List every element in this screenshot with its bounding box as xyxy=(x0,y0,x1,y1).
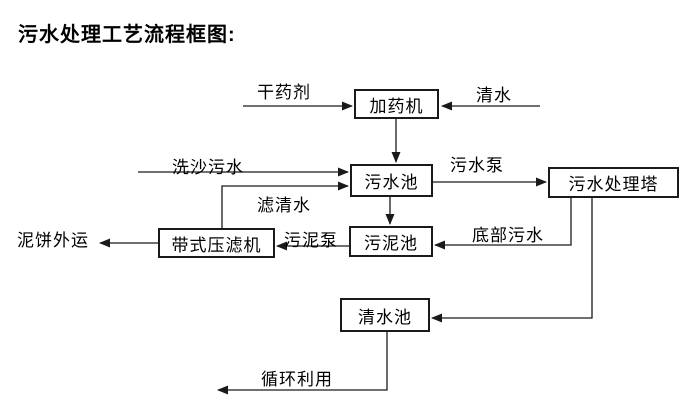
node-clean-water-pool: 清水池 xyxy=(340,298,430,332)
label-recycle: 循环利用 xyxy=(261,370,333,389)
arrow-clean-water-pool-to-recycle xyxy=(217,332,388,395)
node-belt-filter-press: 带式压滤机 xyxy=(158,228,275,258)
label-clean-water: 清水 xyxy=(476,86,512,105)
node-sewage-pool: 污水池 xyxy=(350,164,433,197)
label-sewage-pump: 污水泵 xyxy=(450,156,504,175)
label-mud-cake-out: 泥饼外运 xyxy=(17,231,89,250)
label-bottom-sewage: 底部污水 xyxy=(472,226,544,245)
node-sludge-pool: 污泥池 xyxy=(349,226,433,257)
label-sludge-pump: 污泥泵 xyxy=(284,231,338,250)
label-sand-washing-sewage: 洗沙污水 xyxy=(172,158,244,177)
arrow-treatment-tower-to-clean-water-pool xyxy=(431,198,593,323)
label-filtered-water: 滤清水 xyxy=(257,196,311,215)
page-title: 污水处理工艺流程框图: xyxy=(18,24,236,46)
arrow-filtered-water-to-sewage-pool xyxy=(221,181,349,228)
node-treatment-tower: 污水处理塔 xyxy=(548,167,679,198)
arrow-bottom-sewage-to-sludge-pool xyxy=(434,198,572,250)
label-dry-chemical: 干药剂 xyxy=(257,83,311,102)
node-dosing-machine: 加药机 xyxy=(354,89,439,119)
